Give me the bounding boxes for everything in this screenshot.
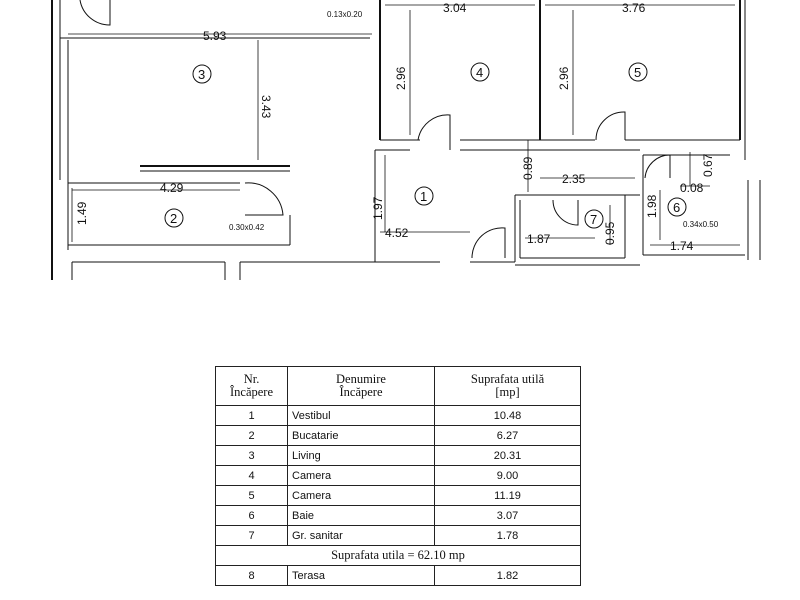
dim-0-08: 0.08 [680,181,704,195]
room-number-6: 6 [673,200,680,215]
table-row: 6 Baie 3.07 [215,505,581,526]
dim-1-98: 1.98 [645,194,659,218]
dim-1-74: 1.74 [670,239,694,253]
row-area: 20.31 [434,445,581,466]
room-number-7: 7 [590,212,597,227]
header-name-line1: Denumire [336,372,386,386]
dim-1-87: 1.87 [527,232,551,246]
header-area-line2: [mp] [495,385,520,399]
dim-3-04: 3.04 [443,1,467,15]
label-0-13x0-20: 0.13x0.20 [327,10,363,19]
row-area: 10.48 [434,405,581,426]
room-marker-4: 4 [470,62,490,82]
row-nr: 2 [215,425,288,446]
room-number-3: 3 [198,67,205,82]
room-marker-3: 3 [192,64,212,84]
row-area: 11.19 [434,485,581,506]
door-swings [79,0,671,259]
table-row: 8 Terasa 1.82 [215,565,581,586]
row-name: Bucatarie [287,425,435,446]
dim-1-49: 1.49 [75,201,89,225]
floor-plan: 5.93 3.43 3.04 3.76 2.96 2.96 4.29 1.49 … [51,0,761,280]
dim-3-43: 3.43 [259,95,273,119]
header-name-line2: Încăpere [339,385,383,399]
row-area: 3.07 [434,505,581,526]
header-nr-line1: Nr. [243,372,260,386]
dim-2-96-b: 2.96 [557,66,571,90]
header-area-line1: Suprafata utilă [470,372,545,386]
dim-4-29: 4.29 [160,181,184,195]
room-number-4: 4 [476,65,483,80]
table-row: 5 Camera 11.19 [215,485,581,506]
row-name: Camera [287,485,435,506]
table-row: 3 Living 20.31 [215,445,581,466]
dim-2-35: 2.35 [562,172,586,186]
header-nr: Nr. Încăpere [215,366,288,406]
room-marker-1: 1 [414,186,434,206]
row-area: 1.82 [434,565,581,586]
row-name: Camera [287,465,435,486]
row-nr: 4 [215,465,288,486]
dim-0-67: 0.67 [701,153,715,177]
row-area: 1.78 [434,525,581,546]
dim-0-95: 0.95 [603,221,617,245]
room-marker-7: 7 [584,209,604,229]
room-marker-6: 6 [667,197,687,217]
row-area: 6.27 [434,425,581,446]
room-number-1: 1 [420,189,427,204]
row-nr: 3 [215,445,288,466]
area-table: Nr. Încăpere Denumire Încăpere Suprafata… [215,366,581,586]
table-row: 7 Gr. sanitar 1.78 [215,525,581,546]
total-area: Suprafata utila = 62.10 mp [215,545,581,566]
row-name: Gr. sanitar [287,525,435,546]
row-nr: 1 [215,405,288,426]
room-number-2: 2 [170,211,177,226]
table-row: 2 Bucatarie 6.27 [215,425,581,446]
dim-3-76: 3.76 [622,1,646,15]
header-name: Denumire Încăpere [287,366,435,406]
row-nr: 8 [215,565,288,586]
label-0-34x0-50: 0.34x0.50 [683,220,719,229]
row-name: Baie [287,505,435,526]
dim-1-97: 1.97 [371,196,385,220]
area-table-container: Nr. Încăpere Denumire Încăpere Suprafata… [215,366,581,586]
table-header-row: Nr. Încăpere Denumire Încăpere Suprafata… [215,366,581,406]
table-row: 1 Vestibul 10.48 [215,405,581,426]
dimension-lines [68,4,740,246]
dim-4-52: 4.52 [385,226,409,240]
dim-5-93: 5.93 [203,29,227,43]
row-area: 9.00 [434,465,581,486]
room-marker-5: 5 [628,62,648,82]
row-nr: 6 [215,505,288,526]
label-0-30x0-42: 0.30x0.42 [229,223,265,232]
header-area: Suprafata utilă [mp] [434,366,581,406]
row-nr: 7 [215,525,288,546]
header-nr-line2: Încăpere [229,385,274,399]
table-row: 4 Camera 9.00 [215,465,581,486]
dim-2-96-a: 2.96 [394,66,408,90]
dim-0-89: 0.89 [521,156,535,180]
room-number-5: 5 [634,65,641,80]
row-nr: 5 [215,485,288,506]
total-row: Suprafata utila = 62.10 mp [215,545,581,566]
row-name: Terasa [287,565,435,586]
row-name: Vestibul [287,405,435,426]
row-name: Living [287,445,435,466]
walls [51,0,761,280]
room-marker-2: 2 [164,208,184,228]
